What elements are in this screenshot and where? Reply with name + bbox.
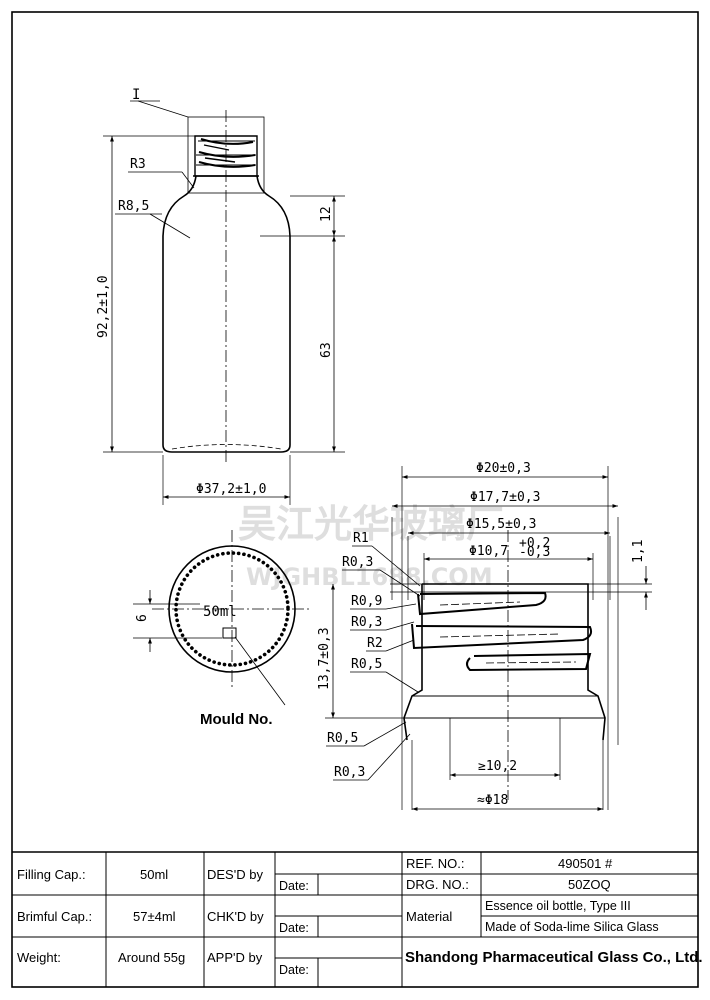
dim-shoulder-height: 12 — [319, 206, 334, 222]
dim-finish-height: 13,7±0,3 — [317, 627, 332, 690]
dim-total-height: 92,2±1,0 — [96, 275, 111, 338]
dim-finish-1-1: 1,1 — [631, 540, 646, 563]
dim-finish-d10-7: Φ10,7 — [469, 544, 508, 559]
radius-label-r0-3-bottom: R0,3 — [334, 765, 365, 780]
checked-date-label: Date: — [279, 921, 309, 935]
radius-label-r0-5-upper: R0,5 — [351, 657, 382, 672]
weight-label: Weight: — [17, 950, 61, 965]
dim-bottom-mark: 6 — [135, 614, 150, 622]
dim-body-diameter: Φ37,2±1,0 — [196, 482, 266, 497]
approved-by-label: APP'D by — [207, 950, 263, 965]
approved-date-label: Date: — [279, 963, 309, 977]
radius-label-r2: R2 — [367, 636, 383, 651]
radius-label-r0-3-mid: R0,3 — [351, 615, 382, 630]
drawing-no-label: DRG. NO.: — [406, 877, 469, 892]
ref-no-label: REF. NO.: — [406, 856, 465, 871]
material-value: Made of Soda-lime Silica Glass — [485, 920, 659, 934]
title-block — [12, 851, 698, 987]
designed-by-label: DES'D by — [207, 867, 263, 882]
weight-value: Around 55g — [118, 950, 185, 965]
checked-by-label: CHK'D by — [207, 909, 264, 924]
radius-label-r3: R3 — [130, 157, 146, 172]
filling-capacity-label: Filling Cap.: — [17, 867, 86, 882]
drawing-frame — [11, 11, 699, 988]
bottom-capacity-mark: 50ml — [203, 604, 237, 620]
dim-finish-d17-7: Φ17,7±0,3 — [470, 490, 540, 505]
dim-finish-d20: Φ20±0,3 — [476, 461, 531, 476]
radius-label-r0-5-lower: R0,5 — [327, 731, 358, 746]
product-name: Essence oil bottle, Type III — [485, 899, 631, 913]
brimful-capacity-label: Brimful Cap.: — [17, 909, 92, 924]
mould-number-label: Mould No. — [200, 711, 272, 728]
filling-capacity-value: 50ml — [140, 867, 168, 882]
neck-finish-detail — [325, 466, 652, 811]
dim-finish-d15-5: Φ15,5±0,3 — [466, 517, 536, 532]
material-label: Material — [406, 909, 452, 924]
drawing-no-value: 50ZOQ — [568, 877, 611, 892]
dim-finish-d10-7-lower-tol: -0,3 — [519, 545, 550, 560]
radius-label-r85: R8,5 — [118, 199, 149, 214]
company-name: Shandong Pharmaceutical Glass Co., Ltd. — [405, 949, 703, 966]
dim-body-height: 63 — [319, 342, 334, 358]
watermark-chinese: 吴江光华玻璃厂 — [238, 502, 504, 546]
radius-label-r0-9: R0,9 — [351, 594, 382, 609]
radius-label-r0-3-top: R0,3 — [342, 555, 373, 570]
brimful-capacity-value: 57±4ml — [133, 909, 176, 924]
radius-label-r1: R1 — [353, 531, 369, 546]
bottle-bottom-view — [133, 530, 312, 706]
bottle-side-view — [103, 100, 345, 505]
detail-label: I — [132, 87, 140, 103]
ref-no-value: 490501 # — [558, 856, 613, 871]
designed-date-label: Date: — [279, 879, 309, 893]
dim-finish-d18: ≈Φ18 — [477, 793, 508, 808]
dim-finish-bore: ≥10,2 — [478, 759, 517, 774]
dim-finish-d10-7-upper-tol: +0,2 — [519, 536, 550, 551]
